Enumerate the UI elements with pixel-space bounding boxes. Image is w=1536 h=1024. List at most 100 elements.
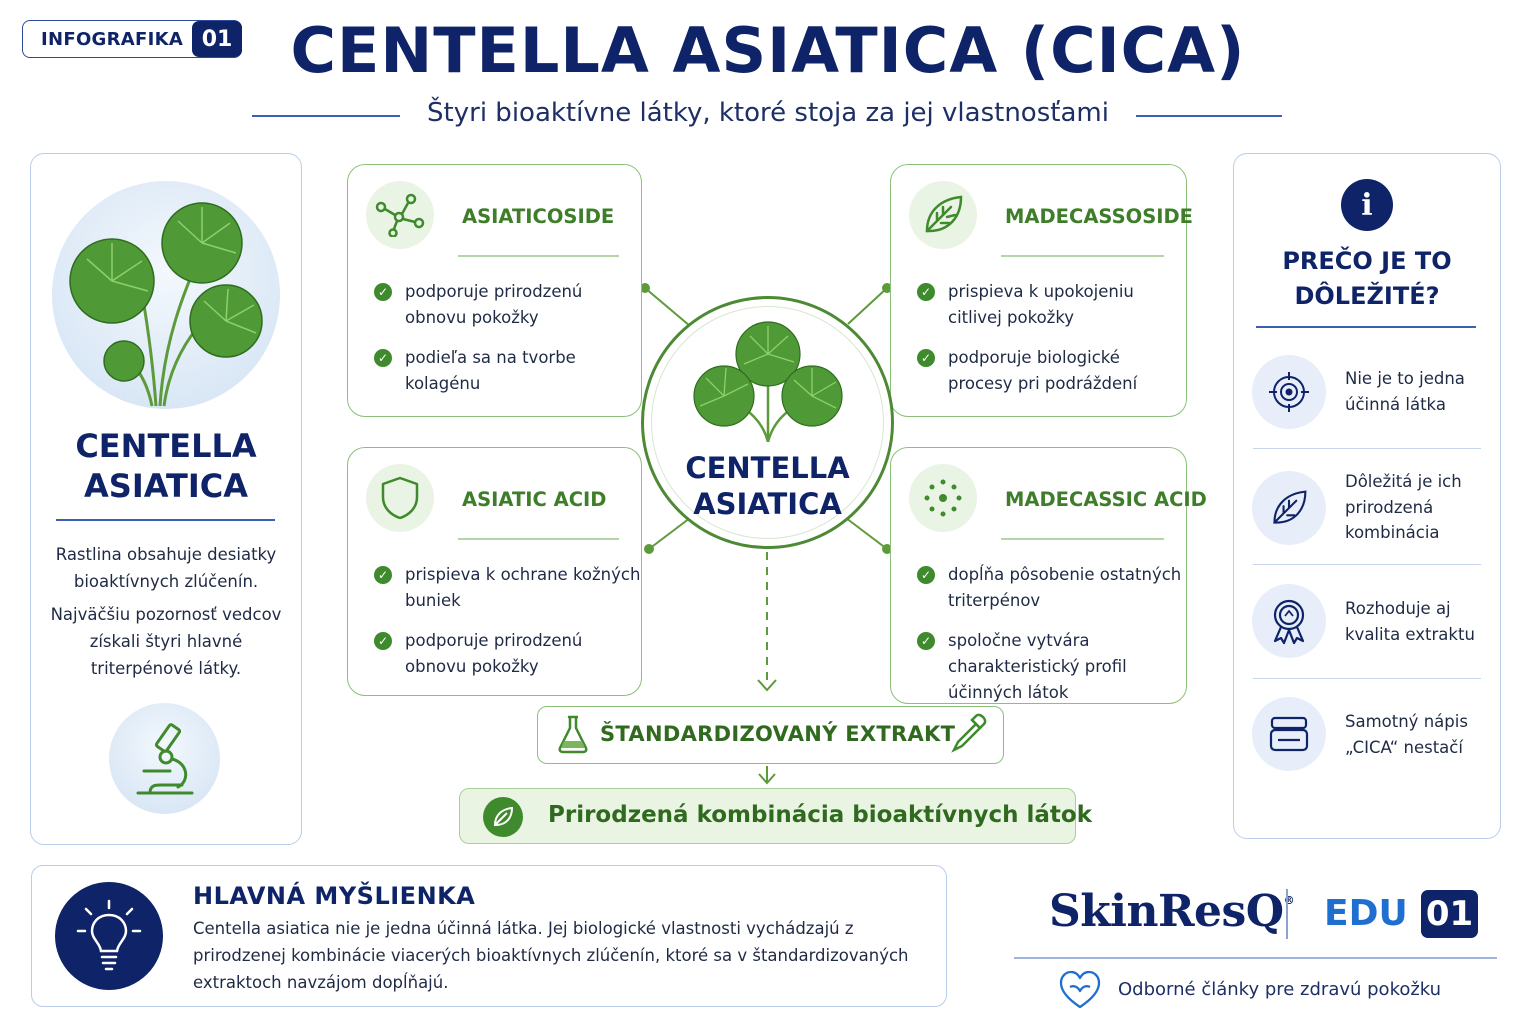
heart-care-icon bbox=[1059, 970, 1101, 1009]
check-icon: ✓ bbox=[374, 283, 392, 301]
reason-icon-wrap bbox=[1252, 471, 1326, 545]
subtitle-line-left bbox=[252, 115, 400, 117]
badge-number: 01 bbox=[192, 21, 242, 57]
check-icon: ✓ bbox=[917, 349, 935, 367]
center-title-line2: ASIATICA bbox=[693, 487, 842, 521]
combination-box bbox=[459, 788, 1076, 844]
combo-badge bbox=[483, 797, 523, 837]
badge-label: INFOGRAFIKA bbox=[41, 28, 184, 50]
card-point-text: dopĺňa pôsobenie ostatných triterpénov bbox=[948, 565, 1182, 610]
award-icon bbox=[1273, 599, 1305, 645]
why-divider bbox=[1256, 326, 1476, 328]
card-madecassic-acid: MADECASSIC ACID ✓ dopĺňa pôsobenie ostatn… bbox=[890, 447, 1207, 706]
microscope-badge bbox=[109, 703, 220, 814]
leaf-icon bbox=[1273, 490, 1307, 524]
card-title: MADECASSOSIDE bbox=[1005, 205, 1194, 228]
reason-text: Samotný nápis „CICA“ nestačí bbox=[1345, 712, 1468, 757]
reason-separator bbox=[1253, 678, 1481, 679]
card-icon-wrap bbox=[366, 464, 434, 532]
reason-icon-wrap bbox=[1252, 697, 1326, 771]
card-point-text: podporuje prirodzenú obnovu pokožky bbox=[405, 631, 583, 676]
target-icon bbox=[1269, 372, 1309, 412]
reason-item: Samotný nápis „CICA“ nestačí bbox=[1252, 697, 1492, 773]
info-icon: i bbox=[1341, 179, 1393, 231]
leaf-icon bbox=[925, 195, 963, 233]
main-idea-box bbox=[31, 865, 947, 1007]
card-title: ASIATIC ACID bbox=[462, 488, 607, 511]
brand-divider bbox=[1014, 957, 1497, 959]
centella-leaves-icon bbox=[693, 321, 843, 442]
check-icon: ✓ bbox=[374, 349, 392, 367]
cream-jar-icon bbox=[1269, 716, 1309, 752]
left-divider bbox=[56, 519, 275, 521]
extract-label: ŠTANDARDIZOVANÝ EXTRAKT bbox=[600, 722, 956, 746]
card-point-text: prispieva k ochrane kožných buniek bbox=[405, 565, 641, 610]
bulb-badge bbox=[55, 882, 163, 990]
card-points: ✓ podporuje prirodzenú obnovu pokožky ✓ po… bbox=[374, 279, 641, 411]
card-point: ✓ podporuje prirodzenú obnovu pokožky bbox=[374, 628, 641, 680]
left-description: Rastlina obsahuje desiatky bioaktívnych … bbox=[40, 541, 292, 688]
center-title-line1: CENTELLA bbox=[685, 451, 850, 485]
lightbulb-icon bbox=[76, 899, 142, 971]
check-icon: ✓ bbox=[374, 632, 392, 650]
why-title-line1: PREČO JE TO bbox=[1282, 247, 1452, 275]
check-icon: ✓ bbox=[374, 566, 392, 584]
card-point: ✓ spoločne vytvára charakteristický profi… bbox=[917, 628, 1186, 706]
center-title: CENTELLA ASIATICA bbox=[641, 450, 894, 522]
card-madecassoside: MADECASSOSIDE ✓prispieva k upokojeniu ci… bbox=[890, 164, 1193, 417]
check-icon: ✓ bbox=[917, 283, 935, 301]
dropper-icon bbox=[951, 713, 987, 753]
flask-icon bbox=[558, 715, 588, 754]
page-subtitle: Štyri bioaktívne látky, ktoré stoja za j… bbox=[427, 98, 1109, 128]
main-idea-title: HLAVNÁ MYŠLIENKA bbox=[193, 882, 476, 910]
centella-plant-icon bbox=[69, 202, 263, 407]
card-point: ✓ podporuje biologické procesy pri podráž… bbox=[917, 345, 1186, 397]
microscope-icon bbox=[136, 722, 193, 794]
reason-text: Nie je to jedna účinná látka bbox=[1345, 369, 1465, 414]
card-point: ✓ podporuje prirodzenú obnovu pokožky bbox=[374, 279, 641, 331]
card-points: ✓prispieva k upokojeniu citlivej pokožky… bbox=[917, 279, 1186, 411]
edu-number: 01 bbox=[1421, 890, 1478, 938]
plant-illustration bbox=[52, 181, 280, 409]
molecule-icon bbox=[375, 193, 425, 237]
brand-tagline: Odborné články pre zdravú pokožku bbox=[1118, 979, 1442, 1000]
check-icon: ✓ bbox=[917, 632, 935, 650]
reason-icon-wrap bbox=[1252, 355, 1326, 429]
reason-separator bbox=[1253, 564, 1481, 565]
card-divider bbox=[458, 538, 619, 540]
card-title: MADECASSIC ACID bbox=[1005, 488, 1207, 511]
edu-label: EDU bbox=[1324, 893, 1408, 934]
card-point-text: spoločne vytvára charakteristický profil… bbox=[948, 631, 1127, 702]
card-asiaticoside: ASIATICOSIDE ✓podporuje prirodzenú obnov… bbox=[347, 164, 642, 417]
brand-logo: SkinResQ® bbox=[1049, 886, 1295, 937]
reason-item: Dôležitá je ich prirodzená kombinácia bbox=[1252, 469, 1492, 547]
leaf-icon bbox=[493, 806, 514, 826]
card-point-text: podieľa sa na tvorbe kolagénu bbox=[405, 348, 576, 393]
card-point: ✓ prispieva k ochrane kožných buniek bbox=[374, 562, 641, 614]
card-point-text: podporuje prirodzenú obnovu pokožky bbox=[405, 282, 583, 327]
card-point: ✓prispieva k upokojeniu citlivej pokožky bbox=[917, 279, 1186, 331]
check-icon: ✓ bbox=[917, 566, 935, 584]
subtitle-line-right bbox=[1136, 115, 1282, 117]
card-point-text: podporuje biologické procesy pri podrážd… bbox=[948, 348, 1138, 393]
brand-name: SkinResQ bbox=[1049, 886, 1284, 937]
why-title: PREČO JE TO DÔLEŽITÉ? bbox=[1233, 244, 1501, 314]
registered-mark: ® bbox=[1283, 894, 1295, 907]
dots-circle-icon bbox=[924, 479, 962, 517]
card-icon-wrap bbox=[909, 464, 977, 532]
left-title-line1: CENTELLA bbox=[75, 427, 257, 465]
infografika-badge: INFOGRAFIKA 01 bbox=[22, 20, 242, 58]
extract-box bbox=[537, 706, 1004, 764]
left-text-1: Rastlina obsahuje desiatky bioaktívnych … bbox=[55, 545, 277, 591]
combination-label: Prirodzená kombinácia bioaktívnych látok bbox=[548, 802, 1093, 828]
card-icon-wrap bbox=[909, 181, 977, 249]
reason-text: Rozhoduje aj kvalita extraktu bbox=[1345, 599, 1475, 644]
reason-separator bbox=[1253, 448, 1481, 449]
reason-text: Dôležitá je ich prirodzená kombinácia bbox=[1345, 472, 1462, 542]
left-text-2: Najväčšiu pozornosť vedcov získali štyri… bbox=[50, 605, 282, 678]
left-title-line2: ASIATICA bbox=[84, 467, 248, 505]
card-divider bbox=[1001, 255, 1164, 257]
card-asiatic-acid: ASIATIC ACID ✓ prispieva k ochrane kožnýc… bbox=[347, 447, 642, 696]
card-icon-wrap bbox=[366, 181, 434, 249]
card-points: ✓ prispieva k ochrane kožných buniek ✓ pod… bbox=[374, 562, 641, 694]
